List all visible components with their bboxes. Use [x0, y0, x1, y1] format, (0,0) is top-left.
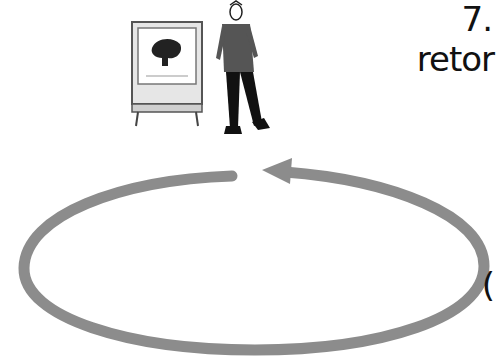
caption-fragment: (	[482, 268, 494, 302]
loop-arrowhead	[262, 158, 292, 184]
cycle-loop	[24, 172, 484, 350]
caption-fragment: 7.	[462, 2, 492, 36]
standing-man	[216, 1, 270, 134]
caption-fragment: retor	[417, 42, 494, 76]
television	[132, 22, 202, 126]
